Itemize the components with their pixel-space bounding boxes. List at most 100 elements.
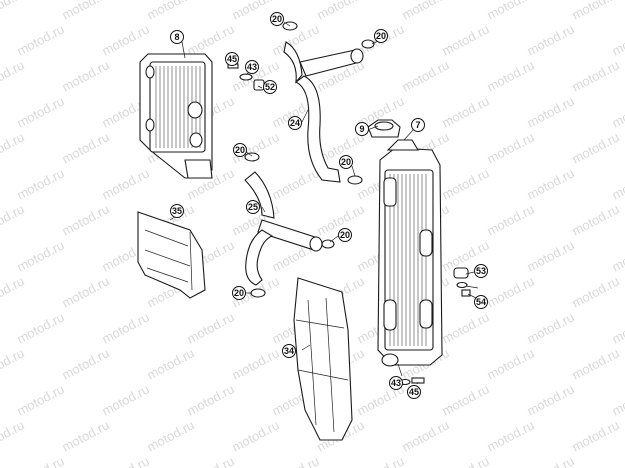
callout-label: 25 [248, 202, 258, 212]
watermark-text: motod.ru [439, 309, 491, 346]
callout-label: 20 [234, 288, 244, 298]
watermark-text: motod.ru [524, 237, 576, 274]
watermark-text: motod.ru [99, 21, 151, 58]
callout-label: 20 [272, 14, 282, 24]
watermark-text: motod.ru [354, 453, 406, 468]
shroud-34 [293, 277, 353, 441]
watermark-text: motod.ru [524, 21, 576, 58]
callout-43: 43 [245, 60, 259, 74]
hose-24 [283, 41, 364, 183]
watermark-text: motod.ru [14, 93, 66, 130]
callout-label: 20 [376, 31, 386, 41]
watermark-text: motod.ru [99, 309, 151, 346]
watermark-text: motod.ru [99, 453, 151, 468]
watermark-text: motod.ru [524, 309, 576, 346]
fittings-right [381, 267, 471, 386]
watermark-text: motod.ru [184, 309, 236, 346]
callout-45: 45 [225, 52, 239, 66]
watermark-text: motod.ru [0, 0, 27, 23]
watermark-text: motod.ru [569, 273, 621, 310]
watermark-text: motod.ru [59, 57, 111, 94]
callout-label: 35 [172, 206, 182, 216]
callout-label: 8 [174, 32, 179, 42]
watermark-text: motod.ru [184, 453, 236, 468]
watermark-text: motod.ru [144, 345, 196, 382]
callout-20: 20 [233, 143, 247, 157]
watermark-text: motod.ru [0, 273, 27, 310]
watermark-text: motod.ru [269, 453, 321, 468]
callout-label: 34 [284, 346, 294, 356]
callout-20: 20 [338, 228, 352, 242]
watermark-text: motod.ru [524, 165, 576, 202]
watermark-text: motod.ru [0, 345, 27, 382]
watermark-text: motod.ru [439, 165, 491, 202]
watermark-text: motod.ru [59, 417, 111, 454]
watermark-text: motod.ru [569, 201, 621, 238]
callout-label: 43 [247, 62, 257, 72]
watermark-text: motod.ru [99, 165, 151, 202]
callout-43: 43 [389, 376, 403, 390]
right-radiator [377, 139, 443, 366]
watermark-text: motod.ru [524, 93, 576, 130]
watermark-text: motod.ru [484, 273, 536, 310]
watermark-text: motod.ru [569, 0, 621, 23]
callout-label: 43 [391, 378, 401, 388]
watermark-text: motod.ru [524, 381, 576, 418]
watermark-text: motod.ru [484, 417, 536, 454]
callout-label: 7 [415, 120, 420, 130]
watermark-text: motod.ru [14, 381, 66, 418]
watermark-text: motod.ru [569, 417, 621, 454]
watermark-text: motod.ru [14, 165, 66, 202]
watermark-text: motod.ru [609, 21, 625, 58]
callout-54: 54 [474, 295, 488, 309]
watermark-text: motod.ru [0, 57, 27, 94]
watermark-text: motod.ru [609, 165, 625, 202]
watermark-text: motod.ru [14, 21, 66, 58]
watermark-text: motod.ru [484, 0, 536, 23]
callout-20: 20 [270, 12, 284, 26]
watermark-text: motod.ru [14, 309, 66, 346]
callout-45: 45 [407, 385, 421, 399]
watermark-text: motod.ru [484, 57, 536, 94]
watermark-text: motod.ru [484, 345, 536, 382]
watermark-text: motod.ru [144, 0, 196, 23]
watermark-text: motod.ru [569, 57, 621, 94]
watermark-text: motod.ru [609, 453, 625, 468]
watermark-text: motod.ru [609, 381, 625, 418]
callout-label: 54 [476, 297, 486, 307]
watermark-text: motod.ru [439, 93, 491, 130]
watermark-text: motod.ru [399, 417, 451, 454]
shroud-35 [137, 211, 206, 299]
watermark-text: motod.ru [399, 0, 451, 23]
watermark-text: motod.ru [184, 381, 236, 418]
callout-label: 45 [227, 54, 237, 64]
callout-label: 45 [409, 387, 419, 397]
watermark-text: motod.ru [439, 453, 491, 468]
callout-9: 9 [355, 122, 369, 136]
callout-8: 8 [170, 30, 184, 44]
watermark-text: motod.ru [99, 381, 151, 418]
hose-25 [244, 171, 323, 286]
callout-label: 20 [340, 230, 350, 240]
watermark-text: motod.ru [569, 345, 621, 382]
callout-label: 52 [265, 82, 275, 92]
watermark-text: motod.ru [229, 345, 281, 382]
callout-label: 9 [359, 124, 364, 134]
watermark-text: motod.ru [14, 453, 66, 468]
callout-label: 53 [476, 266, 486, 276]
watermark-text: motod.ru [144, 417, 196, 454]
radiator-cap [367, 119, 401, 138]
watermark-text: motod.ru [59, 273, 111, 310]
callout-25: 25 [246, 200, 260, 214]
watermark-text: motod.ru [314, 0, 366, 23]
callout-label: 20 [235, 145, 245, 155]
callout-34: 34 [282, 344, 296, 358]
watermark-text: motod.ru [59, 345, 111, 382]
left-radiator [139, 53, 213, 179]
watermark-text: motod.ru [59, 201, 111, 238]
callout-53: 53 [474, 264, 488, 278]
callout-7: 7 [411, 118, 425, 132]
callout-20: 20 [374, 29, 388, 43]
watermark-text: motod.ru [269, 165, 321, 202]
